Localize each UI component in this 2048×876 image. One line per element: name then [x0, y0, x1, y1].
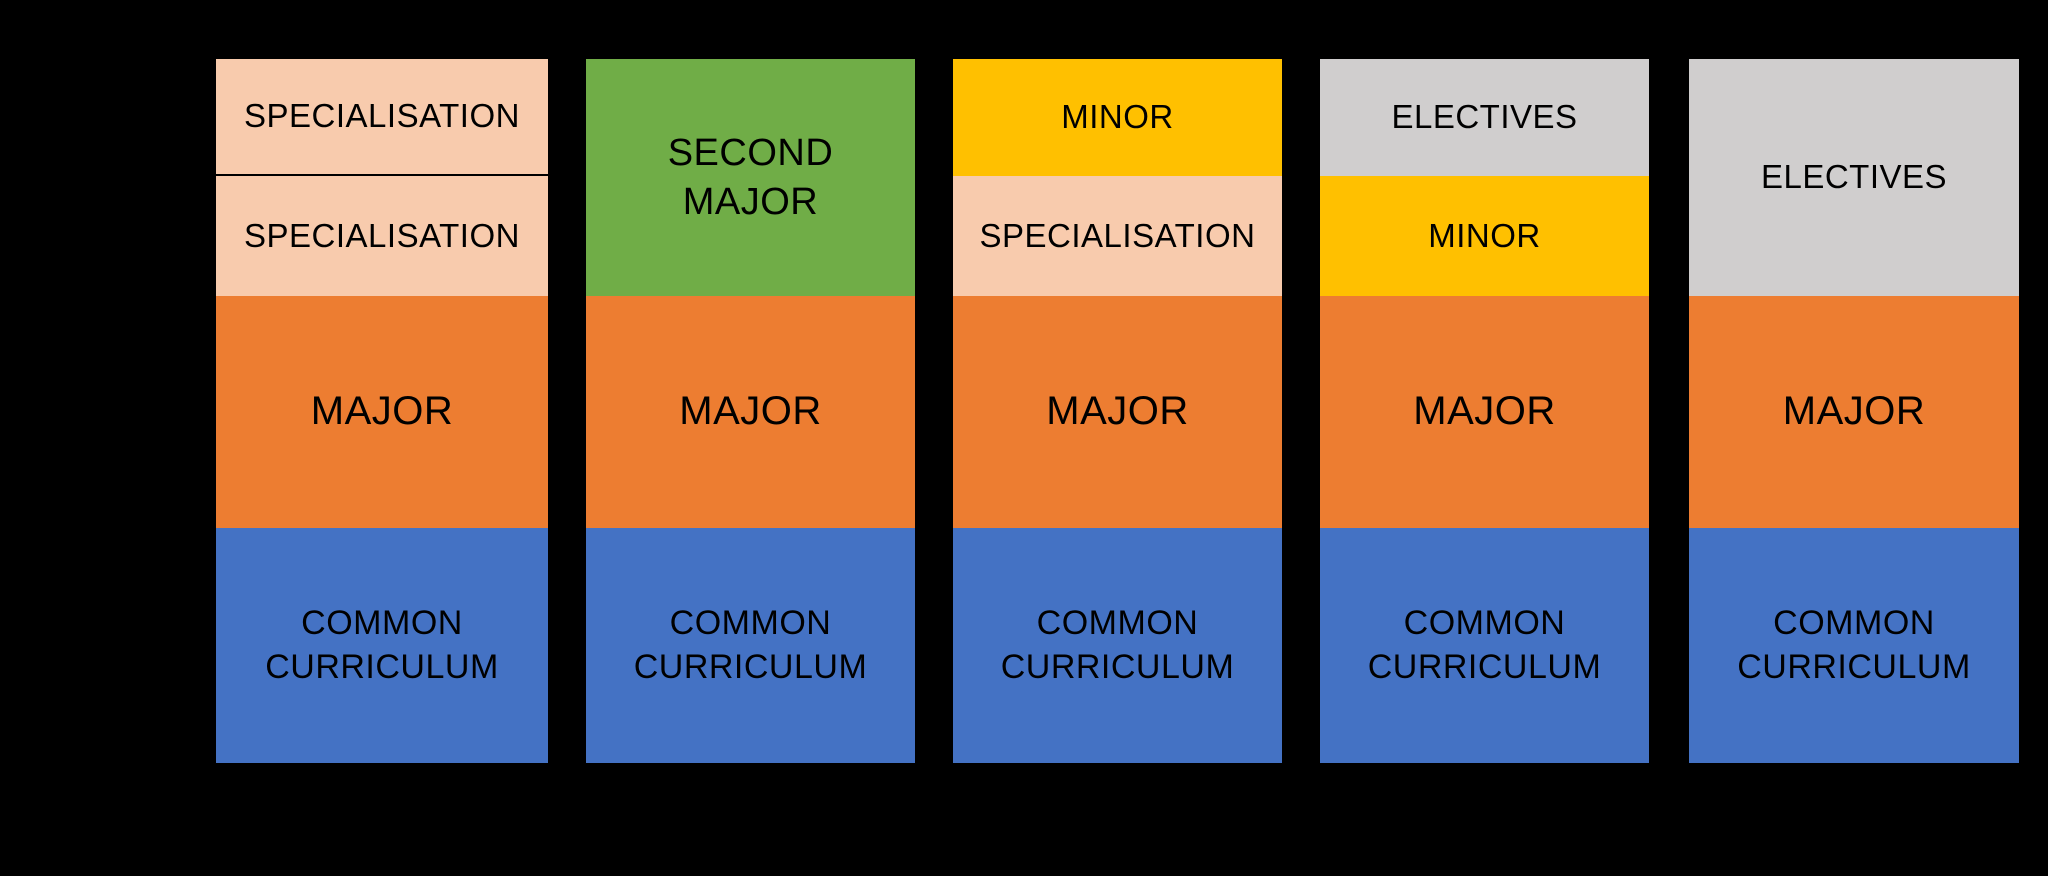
- segment-electives: ELECTIVES: [1689, 59, 2019, 296]
- segment-specialisation: SPECIALISATION: [216, 176, 548, 296]
- segment-label: COMMON CURRICULUM: [1000, 603, 1235, 686]
- segment-label: ELECTIVES: [1391, 98, 1578, 136]
- segment-major: MAJOR: [586, 296, 915, 528]
- segment-label: MAJOR: [310, 389, 454, 434]
- segment-specialisation: SPECIALISATION: [953, 176, 1282, 296]
- segment-label: COMMON CURRICULUM: [1737, 603, 1971, 686]
- segment-label: SPECIALISATION: [979, 216, 1256, 254]
- segment-common-curriculum: COMMON CURRICULUM: [953, 528, 1282, 763]
- segment-minor: MINOR: [953, 59, 1282, 176]
- curriculum-column-2: SECOND MAJOR MAJOR COMMON CURRICULUM: [586, 59, 915, 763]
- segment-label: MAJOR: [1782, 389, 1926, 434]
- segment-label: MINOR: [1061, 98, 1174, 136]
- segment-electives: ELECTIVES: [1320, 59, 1649, 176]
- segment-label: SPECIALISATION: [244, 216, 520, 254]
- segment-label: MAJOR: [1413, 389, 1556, 434]
- curriculum-column-4: ELECTIVES MINOR MAJOR COMMON CURRICULUM: [1320, 59, 1649, 763]
- segment-common-curriculum: COMMON CURRICULUM: [586, 528, 915, 763]
- segment-major: MAJOR: [1320, 296, 1649, 528]
- segment-common-curriculum: COMMON CURRICULUM: [1320, 528, 1649, 763]
- segment-label: SECOND MAJOR: [667, 131, 834, 223]
- segment-label: MAJOR: [1046, 389, 1189, 434]
- curriculum-column-1: SPECIALISATION SPECIALISATION MAJOR COMM…: [216, 59, 548, 763]
- segment-common-curriculum: COMMON CURRICULUM: [1689, 528, 2019, 763]
- segment-major: MAJOR: [953, 296, 1282, 528]
- segment-label: SPECIALISATION: [244, 97, 520, 135]
- segment-label: ELECTIVES: [1760, 158, 1948, 196]
- segment-common-curriculum: COMMON CURRICULUM: [216, 528, 548, 763]
- curriculum-column-3: MINOR SPECIALISATION MAJOR COMMON CURRIC…: [953, 59, 1282, 763]
- curriculum-column-5: ELECTIVES MAJOR COMMON CURRICULUM: [1689, 59, 2019, 763]
- segment-label: MAJOR: [679, 389, 822, 434]
- segment-major: MAJOR: [1689, 296, 2019, 528]
- segment-minor: MINOR: [1320, 176, 1649, 296]
- segment-label: COMMON CURRICULUM: [633, 603, 868, 686]
- segment-second-major: SECOND MAJOR: [586, 59, 915, 296]
- segment-specialisation: SPECIALISATION: [216, 59, 548, 176]
- segment-label: COMMON CURRICULUM: [1367, 603, 1602, 686]
- segment-major: MAJOR: [216, 296, 548, 528]
- segment-label: COMMON CURRICULUM: [265, 603, 499, 686]
- segment-label: MINOR: [1428, 216, 1541, 254]
